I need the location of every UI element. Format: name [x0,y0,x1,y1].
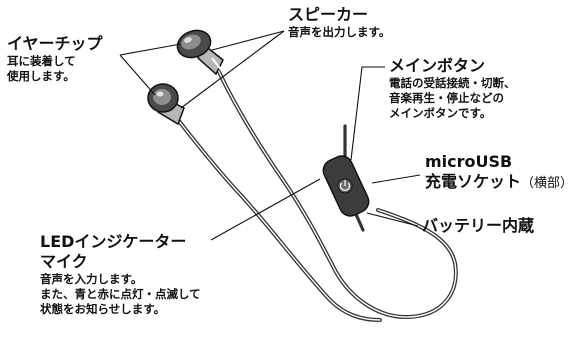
led-mic-desc-line-1: 音声を入力します。 [40,272,143,286]
eartip-title: イヤーチップ [7,34,103,53]
eartip-desc-line-1: 耳に装着して [7,54,76,68]
main-button-label-group: メインボタン 電話の受話接続・切断、 音楽再生・停止などの メインボタンです。 [389,56,516,121]
usb-title-2: 充電ソケット [425,172,522,191]
usb-label-group: microUSB 充電ソケット（横部） [425,152,573,192]
mic-title: マイク [40,252,88,271]
main-button-desc-line-2: 音楽再生・停止などの [389,91,504,105]
led-mic-label-group: LEDインジケーター マイク 音声を入力します。 また、青と赤に点灯・点滅して … [40,232,201,317]
main-button-desc-line-1: 電話の受話接続・切断、 [389,76,516,90]
battery-label-group: バッテリー内蔵 [422,216,534,236]
led-mic-desc-line-2: また、青と赤に点灯・点滅して [40,287,201,301]
earbud-lower [147,83,185,126]
callout-lines [119,30,421,241]
control-box [322,155,370,217]
speaker-label-group: スピーカー 音声を出力します。 [288,5,390,40]
speaker-desc: 音声を出力します。 [288,25,391,39]
main-button-title: メインボタン [389,56,486,75]
led-title: LEDインジケーター [40,232,187,251]
usb-title: microUSB [425,152,513,171]
main-button-desc-line-3: メインボタンです。 [389,106,492,120]
usb-suffix: （横部） [521,176,574,191]
eartip-label-group: イヤーチップ 耳に装着して 使用します。 [7,34,103,84]
speaker-title: スピーカー [288,5,369,24]
eartip-desc-line-2: 使用します。 [7,69,75,83]
earbud-upper [176,29,224,76]
led-mic-desc-line-3: 状態をお知らせします。 [40,302,166,316]
battery-title: バッテリー内蔵 [422,216,535,235]
